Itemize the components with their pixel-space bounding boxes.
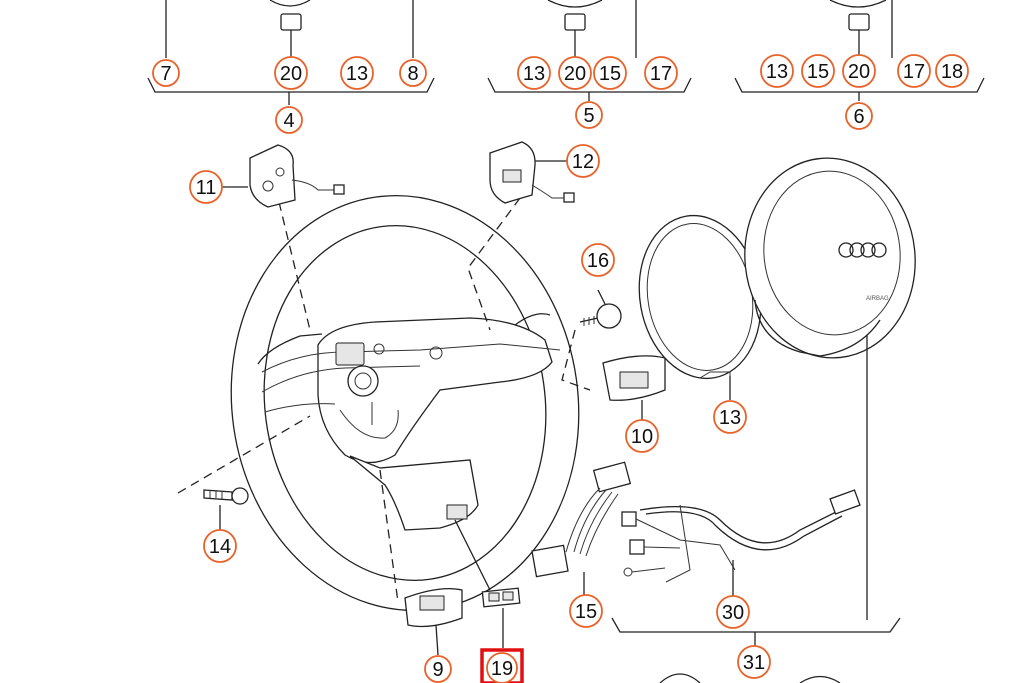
airbag-parts: AIRBAG: [638, 157, 916, 620]
svg-text:12: 12: [572, 151, 594, 173]
callout-13: 13: [713, 400, 747, 434]
callout-13: 13: [340, 56, 374, 90]
svg-text:17: 17: [650, 63, 672, 85]
svg-text:13: 13: [766, 61, 788, 83]
callout-13: 13: [517, 56, 551, 90]
svg-text:30: 30: [722, 602, 744, 624]
group-5-bracket: [487, 0, 692, 101]
callout-15: 15: [801, 54, 835, 88]
callout-5: 5: [575, 101, 603, 129]
callout-30: 30: [716, 595, 750, 629]
callout-11: 11: [189, 170, 223, 204]
svg-text:17: 17: [903, 61, 925, 83]
callout-20: 20: [274, 56, 308, 90]
svg-text:20: 20: [280, 63, 302, 85]
svg-text:11: 11: [196, 177, 217, 199]
svg-text:9: 9: [432, 659, 443, 681]
svg-text:8: 8: [407, 63, 418, 85]
callout-15: 15: [569, 594, 603, 628]
callout-7: 7: [152, 59, 180, 87]
part-16-knob: [579, 289, 622, 329]
svg-text:5: 5: [583, 105, 594, 127]
callout-15: 15: [593, 56, 627, 90]
svg-text:13: 13: [346, 63, 368, 85]
group-4-bracket: [147, 0, 435, 105]
callout-8: 8: [399, 59, 427, 87]
callout-4: 4: [275, 106, 303, 134]
svg-text:6: 6: [853, 106, 864, 128]
part-12-right-switch: [489, 141, 575, 204]
svg-text:31: 31: [743, 652, 765, 674]
callout-19-highlight: [480, 648, 524, 683]
part-30-harness: [621, 489, 861, 598]
svg-text:4: 4: [283, 110, 294, 132]
part-15-ribbon-cable: [531, 461, 632, 595]
callout-17: 17: [644, 56, 678, 90]
callout-6: 6: [845, 102, 873, 130]
callout-17: 17: [897, 54, 931, 88]
svg-text:14: 14: [209, 536, 231, 558]
svg-text:20: 20: [564, 63, 586, 85]
part-19-small-switch: [481, 587, 521, 648]
svg-text:16: 16: [587, 250, 609, 272]
part-9-switch: [404, 587, 463, 656]
airbag-label: AIRBAG: [866, 296, 889, 302]
callout-12: 12: [566, 144, 600, 178]
group-6-bracket: [734, 0, 985, 101]
svg-text:20: 20: [848, 61, 870, 83]
svg-text:18: 18: [941, 61, 963, 83]
part-11-left-switch: [249, 144, 345, 208]
svg-text:10: 10: [631, 426, 653, 448]
svg-text:15: 15: [575, 601, 597, 623]
callout-10: 10: [625, 419, 659, 453]
svg-text:15: 15: [599, 63, 621, 85]
callout-14: 14: [203, 529, 237, 563]
svg-text:19: 19: [491, 658, 513, 680]
callout-18: 18: [935, 54, 969, 88]
svg-text:13: 13: [523, 63, 545, 85]
callout-31: 31: [737, 645, 771, 679]
callout-16: 16: [581, 243, 615, 277]
svg-text:7: 7: [160, 63, 171, 85]
callout-20: 20: [842, 54, 876, 88]
part-10-switch: [602, 355, 666, 420]
group-31-bracket: [611, 617, 901, 683]
callout-13: 13: [760, 54, 794, 88]
callout-19: 19: [486, 652, 518, 683]
svg-text:15: 15: [807, 61, 829, 83]
svg-text:13: 13: [719, 407, 741, 429]
callout-20: 20: [558, 56, 592, 90]
part-14-bolt: [203, 487, 249, 530]
callout-9: 9: [424, 655, 452, 683]
